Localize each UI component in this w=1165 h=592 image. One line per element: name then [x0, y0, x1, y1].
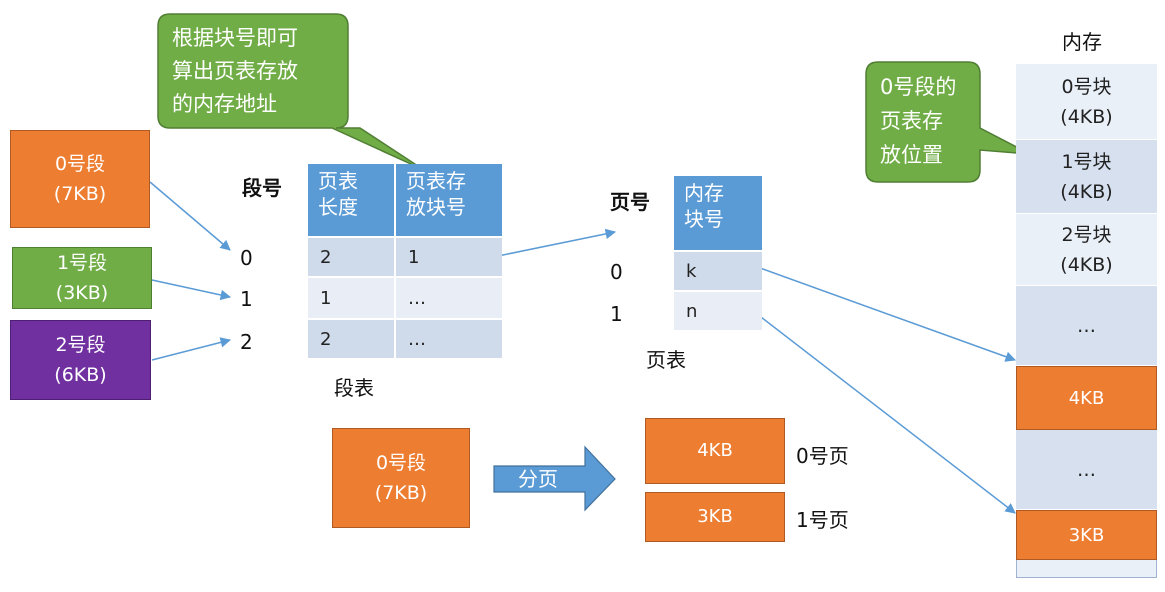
callout-top-line2: 算出页表存放: [172, 59, 298, 83]
memory-block-1: 1号块 (4KB): [1016, 140, 1157, 214]
seg-index-0: 0: [240, 246, 253, 270]
seg-index-1: 1: [240, 287, 253, 311]
pagetable-col-line1: 内存: [684, 181, 724, 205]
pagetable-caption: 页表: [646, 348, 686, 372]
segtable-col1-line2: 长度: [318, 195, 358, 219]
page-index-0: 0: [610, 260, 623, 284]
segment-0-size: (7KB): [53, 183, 107, 205]
segment-1-size: (3KB): [55, 282, 109, 304]
page-1-label: 1号页: [796, 508, 849, 532]
page-index-1: 1: [610, 302, 623, 326]
memory-ellipsis-1-text: …: [1077, 314, 1096, 337]
memory-block-2-size: (4KB): [1060, 253, 1113, 276]
memory-page-3kb-text: 3KB: [1068, 524, 1105, 546]
page-1-size: 3KB: [697, 506, 733, 527]
pagetable-r1: n: [674, 290, 762, 330]
segment-2-name: 2号段: [55, 334, 106, 356]
pagetable-col-header: 内存 块号: [674, 176, 762, 250]
memory-block-0: 0号块 (4KB): [1016, 64, 1157, 140]
memory-block-1-size: (4KB): [1060, 180, 1113, 203]
memory-ellipsis-2-text: …: [1077, 458, 1096, 481]
memory-page-4kb-text: 4KB: [1068, 387, 1105, 409]
segtable-r0-block: 1: [396, 236, 502, 276]
memory-page-4kb: 4KB: [1016, 366, 1157, 430]
memory-block-2-name: 2号块: [1061, 223, 1112, 246]
memory-block-0-size: (4KB): [1060, 105, 1113, 128]
memory-page-3kb: 3KB: [1016, 510, 1157, 560]
segtable-r1-block: …: [396, 276, 502, 318]
segtable-col-length-header: 页表 长度: [308, 164, 396, 236]
segment-2-size: (6KB): [54, 364, 107, 386]
paging-segment-size: (7KB): [374, 482, 428, 504]
segment-0-name: 0号段: [54, 153, 106, 175]
paging-arrow-shape: [493, 445, 616, 512]
segtable-r2-block: …: [396, 318, 502, 358]
segtable-caption: 段表: [334, 376, 374, 400]
callout-top-line3: 的内存地址: [172, 92, 277, 116]
pagetable-col-line2: 块号: [684, 207, 724, 231]
callout-mem-shape: [865, 61, 1031, 183]
page-0-box: 4KB: [645, 418, 785, 484]
page-0-label: 0号页: [796, 444, 849, 468]
memory-ellipsis-1: …: [1016, 286, 1157, 366]
segtable-r1-length: 1: [308, 276, 396, 318]
memory-block-0-name: 0号块: [1061, 75, 1112, 98]
arrow-seg1: [151, 279, 232, 301]
callout-top-shape: [157, 13, 425, 171]
memory-block-2: 2号块 (4KB): [1016, 214, 1157, 286]
segment-1-box: 1号段 (3KB): [12, 247, 152, 309]
segtable-col1-line1: 页表: [318, 169, 358, 193]
segtable-r0-length: 2: [308, 236, 396, 276]
page-1-box: 3KB: [645, 492, 785, 542]
memory-block-1-name: 1号块: [1061, 150, 1112, 173]
arrow-k-to-4kb: [759, 267, 1016, 362]
page-no-header: 页号: [610, 190, 650, 214]
memory-title: 内存: [1062, 30, 1102, 54]
paging-arrow-label: 分页: [518, 467, 558, 491]
seg-index-2: 2: [240, 330, 253, 354]
segtable-col2-line1: 页表存: [406, 169, 466, 193]
callout-top-text: 根据块号即可 算出页表存放 的内存地址: [172, 22, 344, 121]
segtable-col-block-header: 页表存 放块号: [396, 164, 502, 236]
pagetable-r0: k: [674, 250, 762, 290]
segment-1-name: 1号段: [56, 252, 108, 274]
segtable-col2-line2: 放块号: [406, 195, 466, 219]
callout-top-line1: 根据块号即可: [172, 26, 298, 50]
arrow-seg0: [149, 181, 231, 251]
page-0-size: 4KB: [697, 440, 733, 461]
arrow-seg2: [151, 337, 232, 361]
segment-0-box: 0号段 (7KB): [10, 130, 150, 228]
callout-mem-line3: 放位置: [880, 143, 943, 167]
paging-segment-box: 0号段 (7KB): [332, 428, 470, 528]
segment-2-box: 2号段 (6KB): [10, 320, 151, 400]
arrow-n-to-3kb: [756, 313, 1016, 514]
paging-segment-name: 0号段: [375, 452, 427, 474]
memory-ellipsis-2: …: [1016, 430, 1157, 510]
callout-mem-line1: 0号段的: [880, 75, 957, 99]
callout-mem-line2: 页表存: [880, 109, 943, 133]
seg-no-header: 段号: [242, 176, 282, 200]
segtable-r2-length: 2: [308, 318, 396, 358]
arrow-segtable-to-pagetable: [497, 228, 617, 257]
callout-mem-text: 0号段的 页表存 放位置: [880, 70, 980, 172]
